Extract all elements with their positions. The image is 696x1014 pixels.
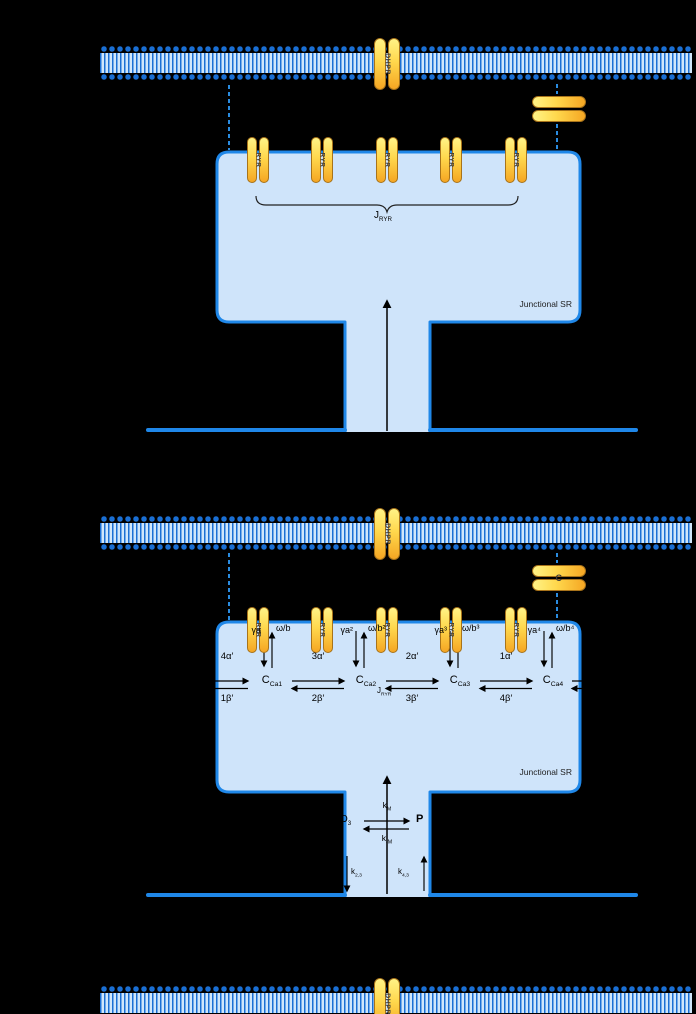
channel-lobe [247, 137, 257, 183]
stem-state-right: P [416, 813, 424, 825]
backward-rate-2: 2β′ [311, 693, 325, 704]
pump-label-b: C [555, 573, 563, 583]
channel-lobe [374, 508, 386, 560]
channel-lobe [532, 96, 586, 108]
channel-lobe [323, 607, 333, 653]
channel-lobe [517, 137, 527, 183]
channel-lobe [376, 137, 386, 183]
forward-rate-2: 3α′ [311, 651, 325, 662]
junctional-sr-label-a: Junctional SR [519, 299, 572, 309]
junctional-sr-outline-b [215, 620, 582, 897]
sr-pump-channel-a [532, 96, 586, 122]
stem-reaction-arrows [343, 817, 428, 893]
flux-label-b: JRYR [377, 686, 392, 698]
backward-rate-1: 1β′ [220, 693, 234, 704]
ryr-label: RYR [318, 152, 326, 168]
forward-rate-3: 2α′ [405, 651, 419, 662]
state-cca1: CCa1 [261, 674, 283, 689]
state-chain-arrows [205, 677, 596, 692]
state-cca4: CCa4 [542, 674, 564, 689]
channel-lobe [311, 607, 321, 653]
ryr-label: RYR [254, 152, 262, 168]
channel-lobe [388, 137, 398, 183]
state-cca2: CCa2 [355, 674, 377, 689]
ryr-channel-a5: RYR [505, 137, 527, 183]
ryr-channel-b2: RYR [311, 607, 333, 653]
channel-lobe [259, 607, 269, 653]
junctional-sr-shape-b [217, 622, 580, 897]
sr-pump-channel-b: C [532, 565, 586, 591]
ryr-label: RYR [383, 152, 391, 168]
ryr-channel-a1: RYR [247, 137, 269, 183]
channel-lobe [517, 607, 527, 653]
channel-lobe [388, 508, 400, 560]
stem-state-left: O3 [340, 814, 352, 827]
ryr-channel-b3: RYR [376, 607, 398, 653]
channel-lobe [259, 137, 269, 183]
dhpr-channel-a: DHPR [374, 38, 400, 90]
channel-lobe [311, 137, 321, 183]
flux-label-a: JRYR [374, 210, 392, 223]
channel-lobe [374, 38, 386, 90]
state-cca3: CCa3 [449, 674, 471, 689]
ryr-channel-a3: RYR [376, 137, 398, 183]
dhpr-channel-b: DHPR [374, 508, 400, 560]
dhpr-label-a: DHPR [383, 53, 391, 75]
omega-rate-4: ω/b⁴ [556, 623, 575, 633]
junctional-sr-label-b: Junctional SR [519, 767, 572, 777]
dhpr-channel-c: DHPR [374, 978, 400, 1014]
channel-lobe [452, 607, 462, 653]
channel-lobe [388, 607, 398, 653]
junctional-sr-shape-a [217, 152, 580, 432]
ryr-label: RYR [512, 152, 520, 168]
gamma-rate-3: γa³ [434, 625, 447, 635]
channel-lobe [440, 137, 450, 183]
channel-lobe [323, 137, 333, 183]
channel-lobe [532, 565, 586, 577]
omega-rate-3: ω/b³ [462, 623, 480, 633]
forward-rate-4: 1α′ [499, 651, 513, 662]
gamma-rate-1: γa [251, 625, 261, 635]
stem-rate-in-right: k4,3 [398, 867, 409, 879]
channel-lobe [376, 607, 386, 653]
backward-rate-3: 3β′ [405, 693, 419, 704]
forward-rate-1: 4α′ [220, 651, 234, 662]
channel-lobe [388, 978, 400, 1014]
ryr-channel-b1: RYR [247, 607, 269, 653]
ryr-label: RYR [447, 622, 455, 638]
ryr-channel-b5: RYR [505, 607, 527, 653]
dhpr-label-c: DHPR [383, 993, 391, 1014]
channel-lobe [440, 607, 450, 653]
channel-lobe [505, 137, 515, 183]
ryr-label: RYR [447, 152, 455, 168]
ryr-channel-b4: RYR [440, 607, 462, 653]
channel-lobe [247, 607, 257, 653]
channel-lobe [532, 110, 586, 122]
channel-lobe [452, 137, 462, 183]
channel-lobe [532, 579, 586, 591]
ryr-channel-a4: RYR [440, 137, 462, 183]
stem-rate-in-left: k2,3 [351, 867, 362, 879]
omega-rate-2: ω/b² [368, 623, 386, 633]
backward-rate-4: 4β′ [499, 693, 513, 704]
junctional-sr-outline-a [215, 150, 582, 432]
stem-rate-top: kM [382, 800, 392, 813]
gamma-rate-2: γa² [340, 625, 353, 635]
dhpr-label-b: DHPR [383, 523, 391, 545]
ryr-channel-a2: RYR [311, 137, 333, 183]
channel-lobe [374, 978, 386, 1014]
channel-lobe [388, 38, 400, 90]
omega-rate-1: ω/b [276, 623, 291, 633]
channel-lobe [505, 607, 515, 653]
gamma-rate-4: γa⁴ [527, 625, 541, 635]
stem-rate-bottom: k-M [381, 833, 393, 846]
ryr-brace-a [255, 195, 519, 215]
